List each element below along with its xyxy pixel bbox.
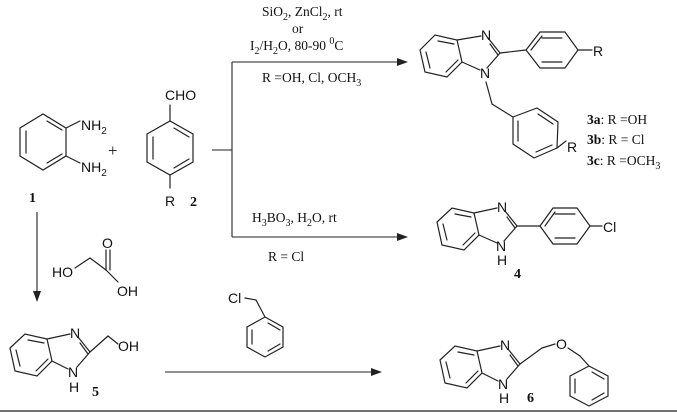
ether-o-label: O	[556, 336, 567, 352]
compound-3-structure: N N R R	[419, 27, 603, 159]
hydroxyl-label-5: OH	[118, 338, 139, 354]
conditions-middle: H3BO3, H2O, rt R = Cl	[252, 210, 337, 264]
r-label-benzyl: R	[567, 139, 577, 155]
svg-text:I2/H2O, 80-90 0C: I2/H2O, 80-90 0C	[250, 36, 343, 57]
chloro-label-reagent: Cl	[228, 290, 241, 306]
amine-label-top: NH2	[81, 117, 107, 137]
benzyl-chloride-structure: Cl	[228, 290, 284, 358]
amine-label-bottom: NH2	[81, 159, 107, 179]
substituent-r-label: R	[165, 193, 175, 209]
compound-4-number: 4	[514, 267, 521, 282]
arrow-1-to-5	[33, 212, 41, 302]
n3-label-4: N	[497, 199, 507, 215]
svg-text:or: or	[292, 21, 304, 36]
carbonyl-o-label: O	[102, 235, 113, 251]
svg-text:3c: R =OCH3: 3c: R =OCH3	[587, 153, 660, 172]
svg-text:SiO2, ZnCl2, rt: SiO2, ZnCl2, rt	[262, 4, 343, 23]
svg-text:R =OH, Cl, OCH3: R =OH, Cl, OCH3	[262, 70, 361, 89]
compound-4-structure: N N H Cl	[436, 199, 616, 268]
aldehyde-label: CHO	[165, 87, 196, 103]
h-label-5: H	[69, 379, 79, 395]
compound-5-structure: N N H OH	[9, 325, 139, 395]
compound-6-structure: N N H O	[439, 336, 609, 407]
n1-label-6: N	[498, 376, 508, 392]
compound-5-number: 5	[92, 385, 99, 400]
plus-sign: +	[108, 141, 118, 160]
branch-arrows	[212, 58, 408, 241]
h-label-6: H	[499, 390, 509, 406]
compound-2-structure: CHO R	[146, 87, 196, 209]
compound-1-number: 1	[29, 191, 36, 206]
svg-text:H3BO3, H2O, rt: H3BO3, H2O, rt	[252, 210, 337, 229]
n1-label: N	[480, 65, 490, 81]
chloro-label: Cl	[603, 219, 616, 235]
glycolic-acid-structure: HO O OH	[52, 235, 138, 299]
compound-2-number: 2	[190, 195, 197, 210]
compound-6-number: 6	[527, 391, 534, 406]
n3-label-5: N	[70, 325, 80, 341]
arrow-5-to-6	[165, 368, 382, 376]
svg-text:R = Cl: R = Cl	[268, 249, 304, 264]
svg-text:3a: R =OH: 3a: R =OH	[587, 112, 647, 127]
n1-label-5: N	[68, 364, 78, 380]
hydroxy-label: HO	[52, 264, 73, 280]
n3-label-6: N	[500, 337, 510, 353]
acid-oh-label: OH	[117, 283, 138, 299]
conditions-top: SiO2, ZnCl2, rt or I2/H2O, 80-90 0C R =O…	[250, 4, 361, 89]
r-label-aryl: R	[593, 43, 603, 59]
n3-label: N	[481, 27, 491, 43]
h-label-4: H	[497, 252, 507, 268]
svg-text:3b: R = Cl: 3b: R = Cl	[587, 132, 645, 147]
compound-3-legend: 3a: R =OH 3b: R = Cl 3c: R =OCH3	[587, 112, 660, 172]
compound-1-structure: NH2 NH2	[19, 113, 107, 179]
n1-label-4: N	[496, 238, 506, 254]
